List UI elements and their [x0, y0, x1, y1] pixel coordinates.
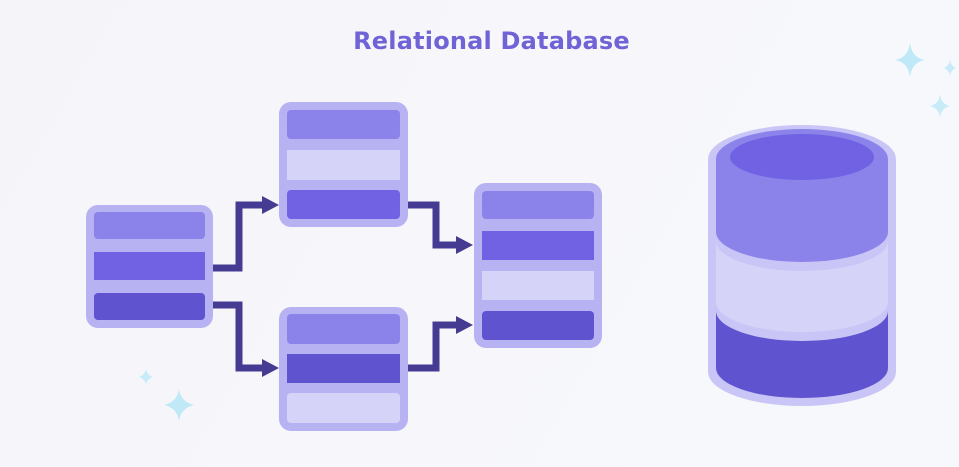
arrow-right-icon — [456, 236, 473, 254]
sparkle-icon-bottom-left-large — [164, 389, 194, 421]
arrow-left-to-top — [210, 196, 279, 272]
table-row — [287, 110, 400, 139]
arrow-right-icon — [456, 316, 473, 334]
diagram-title: Relational Database — [353, 27, 630, 55]
table-row — [287, 150, 400, 180]
arrow-right-icon — [262, 196, 279, 214]
table-left — [86, 205, 213, 328]
table-right — [474, 183, 602, 348]
table-row — [287, 190, 400, 219]
table-bottom-middle — [279, 307, 408, 431]
sparkle-icon-top-right-large — [895, 43, 925, 77]
table-top-middle — [279, 102, 408, 227]
table-row — [94, 252, 205, 280]
table-row — [482, 191, 594, 219]
arrow-right-icon — [262, 359, 279, 377]
table-row — [94, 212, 205, 239]
arrow-bottom-to-right — [407, 316, 473, 372]
table-row — [94, 293, 205, 320]
arrow-top-to-right — [404, 201, 473, 254]
table-row — [287, 314, 400, 344]
table-row — [482, 271, 594, 300]
table-row — [287, 354, 400, 383]
table-row — [482, 311, 594, 340]
database-icon — [708, 125, 896, 406]
table-row — [482, 231, 594, 260]
sparkle-icon-bottom-left-small — [139, 369, 153, 385]
table-row — [287, 393, 400, 423]
sparkle-icon-right-medium — [930, 94, 950, 118]
arrow-left-to-bottom — [210, 301, 279, 377]
sparkle-icon-top-right-small — [944, 60, 956, 76]
